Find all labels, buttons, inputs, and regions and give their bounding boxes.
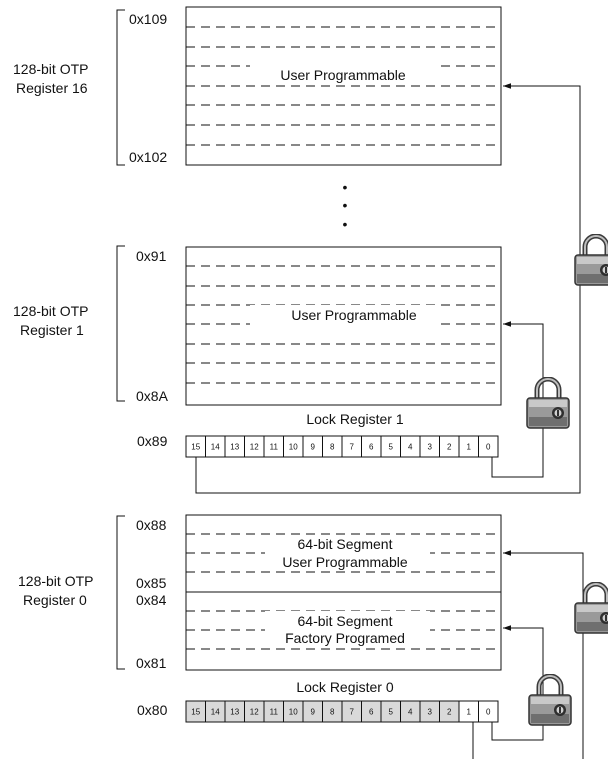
bit-cell [478,435,499,458]
bit-label: 6 [369,443,374,452]
lock1-bit0-to-register1-line [491,321,544,478]
bit-label: 11 [270,708,279,717]
register-1-block [185,246,502,406]
bit-cell [478,700,499,723]
lock-register-1-addr: 0x89 [137,433,168,449]
padlock-icon [529,676,571,725]
bit-label: 3 [428,443,433,452]
register-1-label-line2: Register 1 [20,322,84,338]
register-1-addr-top: 0x91 [136,248,167,264]
bit-label: 1 [467,708,472,717]
bit-label: 8 [330,443,335,452]
padlock-icon [527,379,569,428]
ellipsis-dot: • [343,216,348,232]
bit-label: 0 [486,708,491,717]
bit-label: 5 [389,443,394,452]
bit-label: 12 [250,443,259,452]
padlock-icon [575,584,608,633]
register-0-lower-line2: Factory Programed [285,630,405,646]
lock1-bit1-to-register16-line [195,83,581,494]
bit-label: 14 [211,708,220,717]
bit-label: 9 [311,708,316,717]
register-0-bracket [116,515,125,670]
register-0-addr-mid-upper: 0x85 [136,575,167,591]
register-1-bracket [116,245,125,402]
lock-connectors [195,83,584,759]
register-16-addr-bottom: 0x102 [129,149,167,165]
ellipsis-dots: • • • [343,179,348,232]
bit-label: 2 [447,443,452,452]
register-0-upper-line1: 64-bit Segment [298,536,393,552]
lock0-bit0-to-register0-lower-line [491,625,544,741]
bit-label: 13 [230,443,239,452]
bit-label: 11 [270,443,279,452]
ellipsis-dot: • [343,197,348,213]
register-16-label-line2: Register 16 [16,80,88,96]
bit-label: 1 [467,443,472,452]
register-0-label-line1: 128-bit OTP [18,573,93,589]
register-0-addr-top: 0x88 [136,517,167,533]
bit-label: 4 [408,708,413,717]
bit-label: 8 [330,708,335,717]
register-16-row-dividers [186,26,501,146]
bit-label: 15 [191,708,200,717]
bit-label: 7 [350,708,355,717]
bit-label: 0 [486,443,491,452]
bit-label: 9 [311,443,316,452]
register-1-group: 128-bit OTP Register 1 0x91 0x8A User Pr… [13,245,502,406]
register-16-label-line1: 128-bit OTP [13,61,88,77]
bit-label: 14 [211,443,220,452]
register-16-bracket [116,9,125,166]
register-16-group: 128-bit OTP Register 16 0x109 0x102 User… [13,6,502,166]
lock-register-1-title: Lock Register 1 [306,411,403,427]
register-1-region-label: User Programmable [291,307,416,323]
lock0-bit1-to-register0-upper-line [503,550,584,759]
bit-label: 5 [389,708,394,717]
register-1-addr-bottom: 0x8A [136,388,169,404]
lock-register-0-title: Lock Register 0 [296,679,393,695]
register-16-region-label: User Programmable [280,67,405,83]
bit-label: 7 [350,443,355,452]
register-0-upper-line2: User Programmable [282,554,407,570]
bit-label: 15 [191,443,200,452]
register-0-label-line2: Register 0 [23,592,87,608]
bit-label: 3 [428,708,433,717]
bit-label: 13 [230,708,239,717]
bit-label: 10 [289,708,298,717]
bit-label: 4 [408,443,413,452]
register-0-addr-mid-lower: 0x84 [136,592,167,608]
bit-label: 10 [289,443,298,452]
bit-label: 12 [250,708,259,717]
bit-label: 2 [447,708,452,717]
ellipsis-dot: • [343,179,348,195]
register-1-label-line1: 128-bit OTP [13,303,88,319]
register-0-addr-bottom: 0x81 [136,655,167,671]
lock-register-0-addr: 0x80 [137,702,168,718]
register-16-addr-top: 0x109 [129,11,167,27]
register-0-group: 128-bit OTP Register 0 0x88 0x85 0x84 0x… [18,514,502,671]
bit-label: 6 [369,708,374,717]
register-0-lower-line1: 64-bit Segment [298,613,393,629]
